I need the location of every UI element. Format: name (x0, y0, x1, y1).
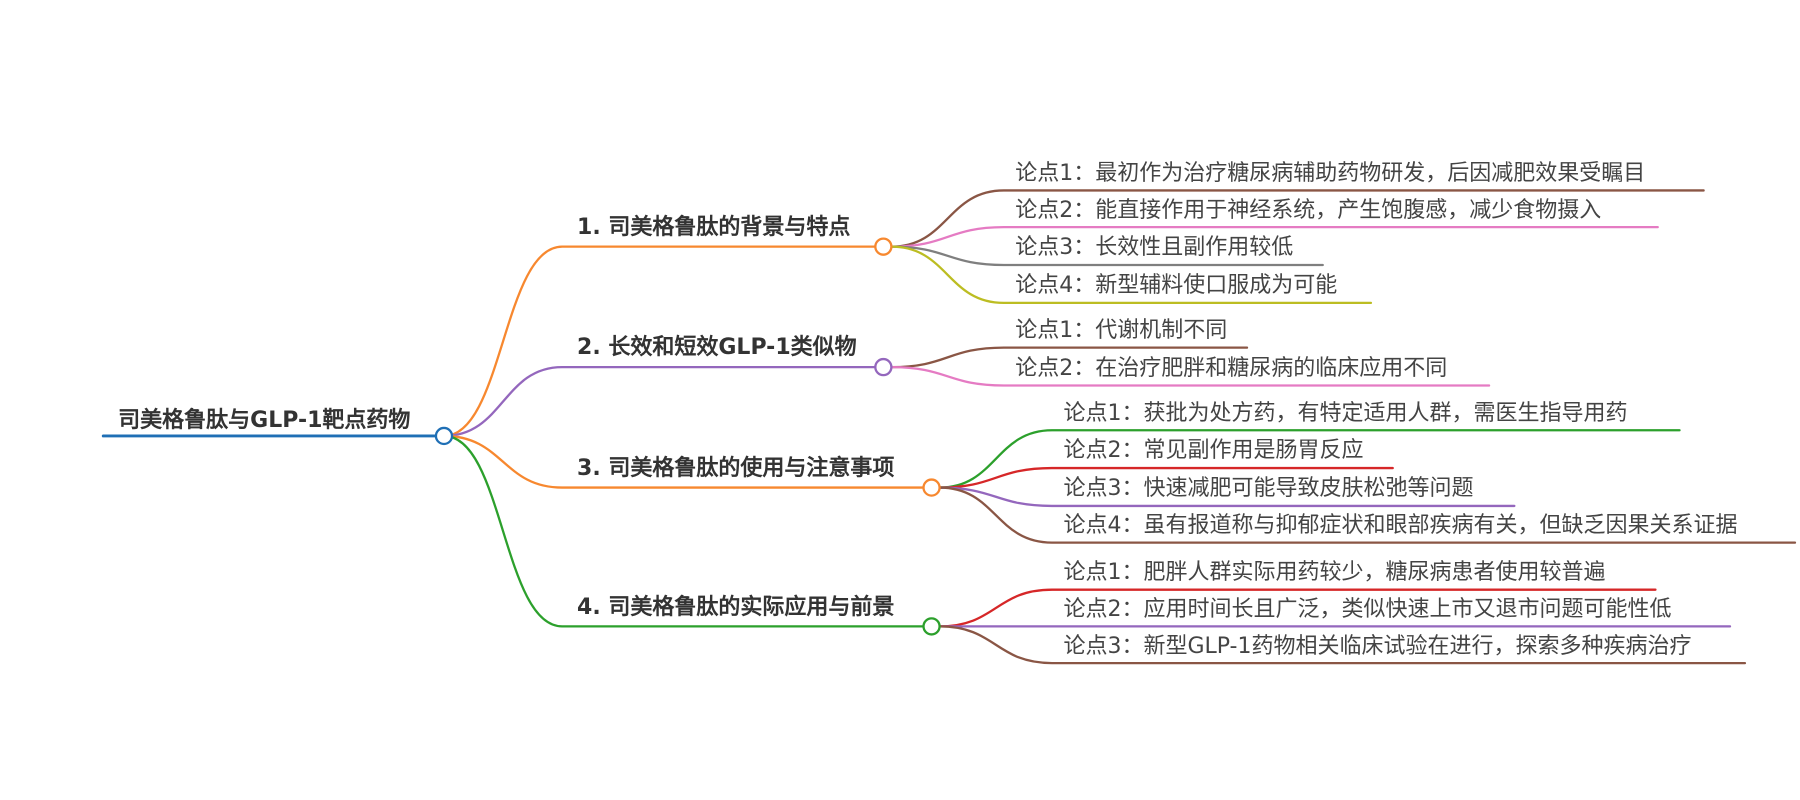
branch-node-3[interactable] (922, 478, 941, 497)
leaf-topic-3-1[interactable]: 论点1：获批为处方药，有特定适用人群，需医生指导用药 (1063, 400, 1628, 426)
leaf-topic-4-1[interactable]: 论点1：肥胖人群实际用药较少，糖尿病患者使用较普遍 (1063, 560, 1606, 586)
leaf-connector-1-1 (890, 189, 1705, 248)
leaf-connector-1-4 (890, 245, 1373, 305)
branch-connector-1 (442, 245, 877, 438)
leaf-topic-2-1[interactable]: 论点1：代谢机制不同 (1015, 318, 1228, 344)
leaf-connector-4-3 (938, 625, 1747, 665)
branch-connector-3 (442, 434, 925, 489)
branch-topic-1[interactable]: 1. 司美格鲁肽的背景与特点 (577, 214, 851, 240)
leaf-topic-1-1[interactable]: 论点1：最初作为治疗糖尿病辅助药物研发，后因减肥效果受瞩目 (1015, 160, 1646, 186)
leaf-topic-1-4[interactable]: 论点4：新型辅料使口服成为可能 (1015, 273, 1338, 299)
leaf-topic-3-4[interactable]: 论点4：虽有报道称与抑郁症状和眼部疾病有关，但缺乏因果关系证据 (1063, 513, 1738, 539)
leaf-topic-3-3[interactable]: 论点3：快速减肥可能导致皮肤松弛等问题 (1063, 476, 1474, 502)
branch-connector-4 (442, 434, 925, 628)
branch-topic-4[interactable]: 4. 司美格鲁肽的实际应用与前景 (577, 594, 895, 620)
root-topic[interactable]: 司美格鲁肽与GLP-1靶点药物 (118, 407, 411, 433)
branch-node-1[interactable] (874, 237, 893, 256)
leaf-topic-1-3[interactable]: 论点3：长效性且副作用较低 (1015, 235, 1294, 261)
leaf-connector-2-2 (890, 365, 1491, 387)
branch-connector-2 (442, 365, 877, 438)
leaf-connector-3-3 (938, 486, 1516, 508)
leaf-topic-3-2[interactable]: 论点2：常见副作用是肠胃反应 (1063, 438, 1364, 464)
leaf-topic-2-2[interactable]: 论点2：在治疗肥胖和糖尿病的临床应用不同 (1015, 355, 1448, 381)
leaf-connector-1-2 (890, 226, 1659, 248)
leaf-connector-4-1 (938, 588, 1657, 628)
leaf-connector-3-4 (938, 486, 1797, 544)
leaf-topic-1-2[interactable]: 论点2：能直接作用于神经系统，产生饱腹感，减少食物摄入 (1015, 197, 1602, 223)
leaf-connector-3-1 (938, 429, 1681, 489)
branch-topic-2[interactable]: 2. 长效和短效GLP-1类似物 (577, 335, 857, 361)
leaf-connector-1-3 (890, 245, 1324, 267)
branch-node-2[interactable] (874, 357, 893, 377)
root-node[interactable] (434, 426, 454, 446)
branch-topic-3[interactable]: 3. 司美格鲁肽的使用与注意事项 (577, 455, 895, 481)
leaf-topic-4-3[interactable]: 论点3：新型GLP-1药物相关临床试验在进行，探索多种疾病治疗 (1063, 633, 1692, 659)
branch-node-4[interactable] (922, 617, 941, 636)
leaf-topic-4-2[interactable]: 论点2：应用时间长且广泛，类似快速上市又退市问题可能性低 (1063, 596, 1672, 622)
leaf-connector-2-1 (890, 346, 1249, 369)
leaf-connector-3-2 (938, 466, 1394, 489)
